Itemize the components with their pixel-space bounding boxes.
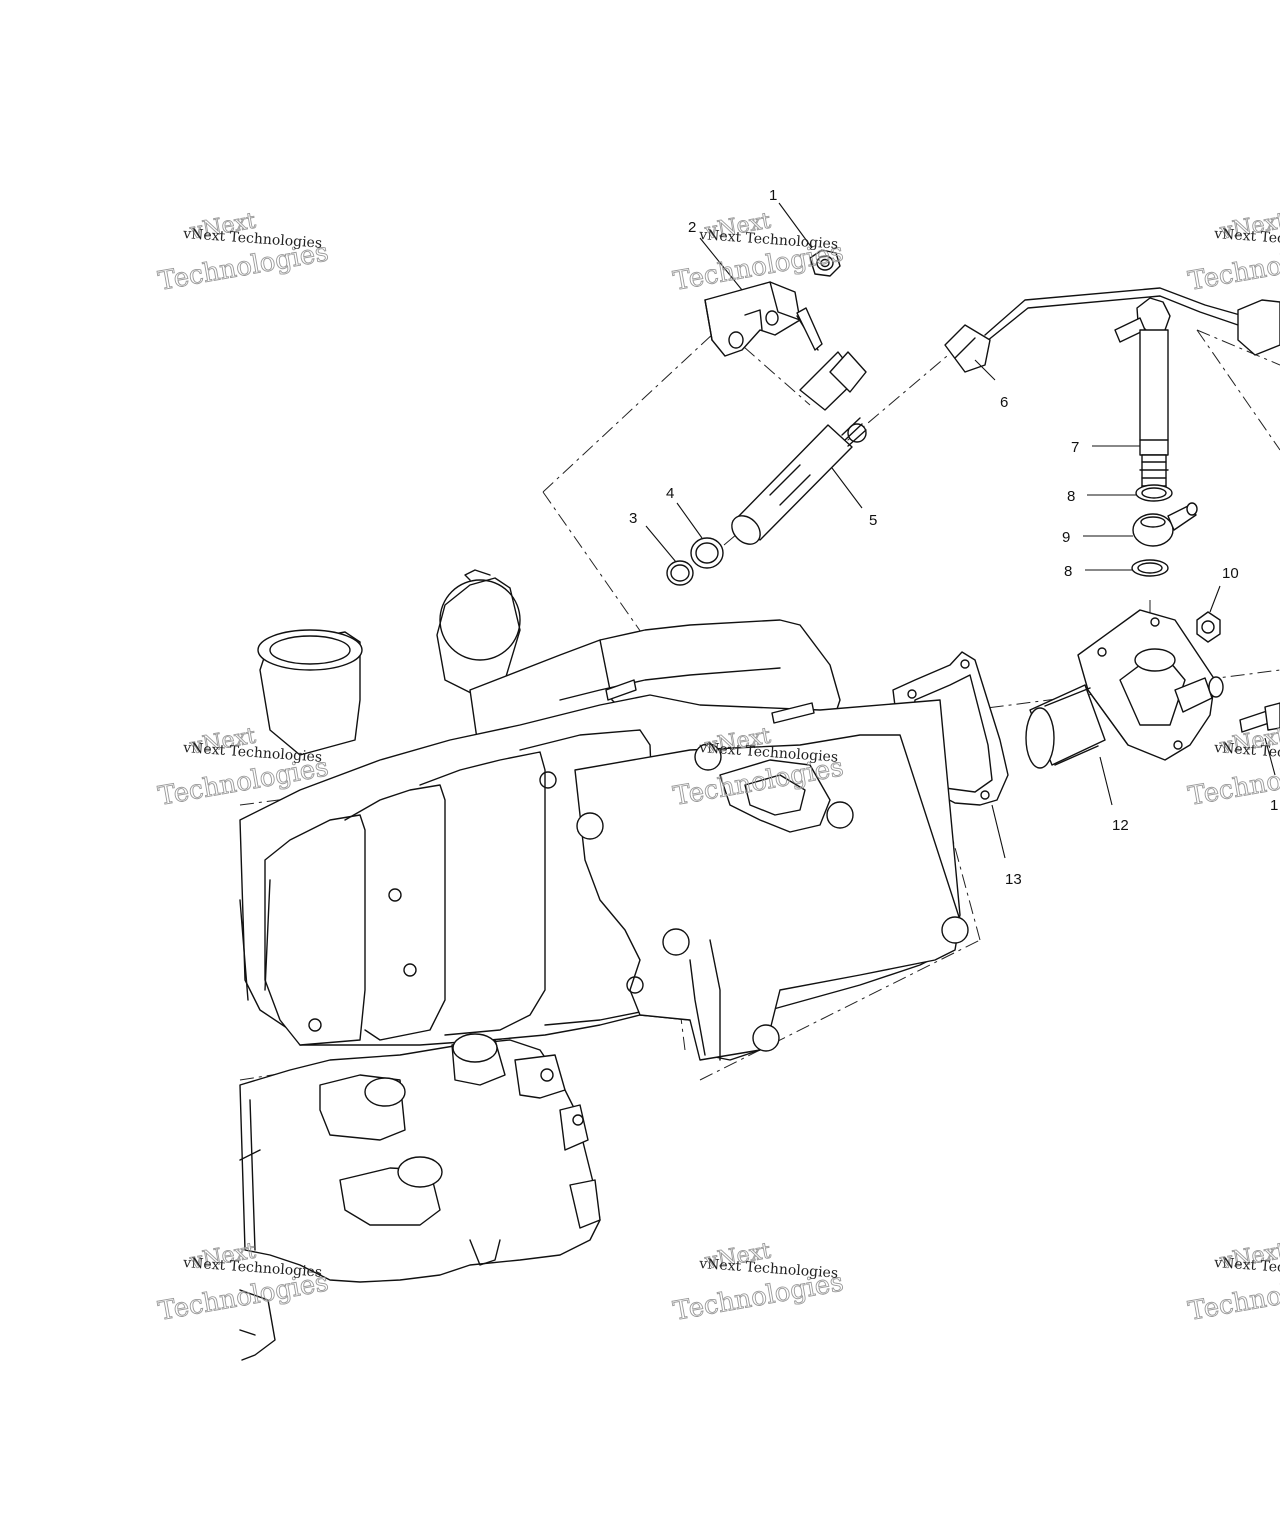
callout-8-lower: 8 bbox=[1064, 563, 1072, 580]
part-8-washer-lower bbox=[1131, 559, 1169, 577]
callout-8-upper: 8 bbox=[1067, 488, 1075, 505]
callout-2: 2 bbox=[688, 219, 696, 236]
callout-13: 13 bbox=[1005, 871, 1022, 888]
callout-6: 6 bbox=[1000, 394, 1008, 411]
part-10-nut bbox=[1196, 611, 1221, 643]
part-8-washer-upper bbox=[1135, 484, 1173, 502]
watermark-big-line-2: Technologies bbox=[1186, 237, 1280, 296]
part-1-nut bbox=[809, 249, 841, 277]
watermark-small: vNext Technologies bbox=[1213, 740, 1280, 766]
callout-12: 12 bbox=[1112, 817, 1129, 834]
callout-labels: 1 2 3 4 5 6 7 8 9 8 10 1 12 13 bbox=[629, 187, 1278, 888]
part-6-fuel-line bbox=[944, 287, 1280, 373]
callout-11: 1 bbox=[1270, 797, 1278, 814]
watermark-big-line-2: Technologies bbox=[1186, 1267, 1280, 1326]
callout-3: 3 bbox=[629, 510, 637, 527]
watermark-top-right: vNext Technologies bbox=[1186, 208, 1280, 297]
part-9-banjo-fitting bbox=[1132, 502, 1198, 547]
watermark-big-line-2: Technologies bbox=[1186, 752, 1280, 811]
engine-assembly bbox=[239, 569, 969, 1361]
watermark-small: vNext Technologies bbox=[1213, 226, 1280, 252]
callout-1: 1 bbox=[769, 187, 777, 204]
watermark-small: vNext Technologies bbox=[1213, 1255, 1280, 1281]
watermark-small: vNext Technologies bbox=[698, 1256, 839, 1282]
part-3-ring bbox=[666, 560, 694, 586]
part-12-pump bbox=[1025, 609, 1224, 769]
leader-lines bbox=[645, 202, 1276, 859]
part-7-banjo-bolt bbox=[1114, 297, 1171, 496]
callout-4: 4 bbox=[666, 485, 674, 502]
part-5-injector bbox=[731, 307, 867, 545]
watermark-bottom-right: vNext Technologies bbox=[1186, 1238, 1280, 1327]
callout-5: 5 bbox=[869, 512, 877, 529]
part-2-clamp bbox=[704, 281, 801, 357]
callout-7: 7 bbox=[1071, 439, 1079, 456]
callout-10: 10 bbox=[1222, 565, 1239, 582]
part-4-ring bbox=[690, 537, 724, 569]
part-11-bolt bbox=[1239, 702, 1280, 733]
callout-9: 9 bbox=[1062, 529, 1070, 546]
